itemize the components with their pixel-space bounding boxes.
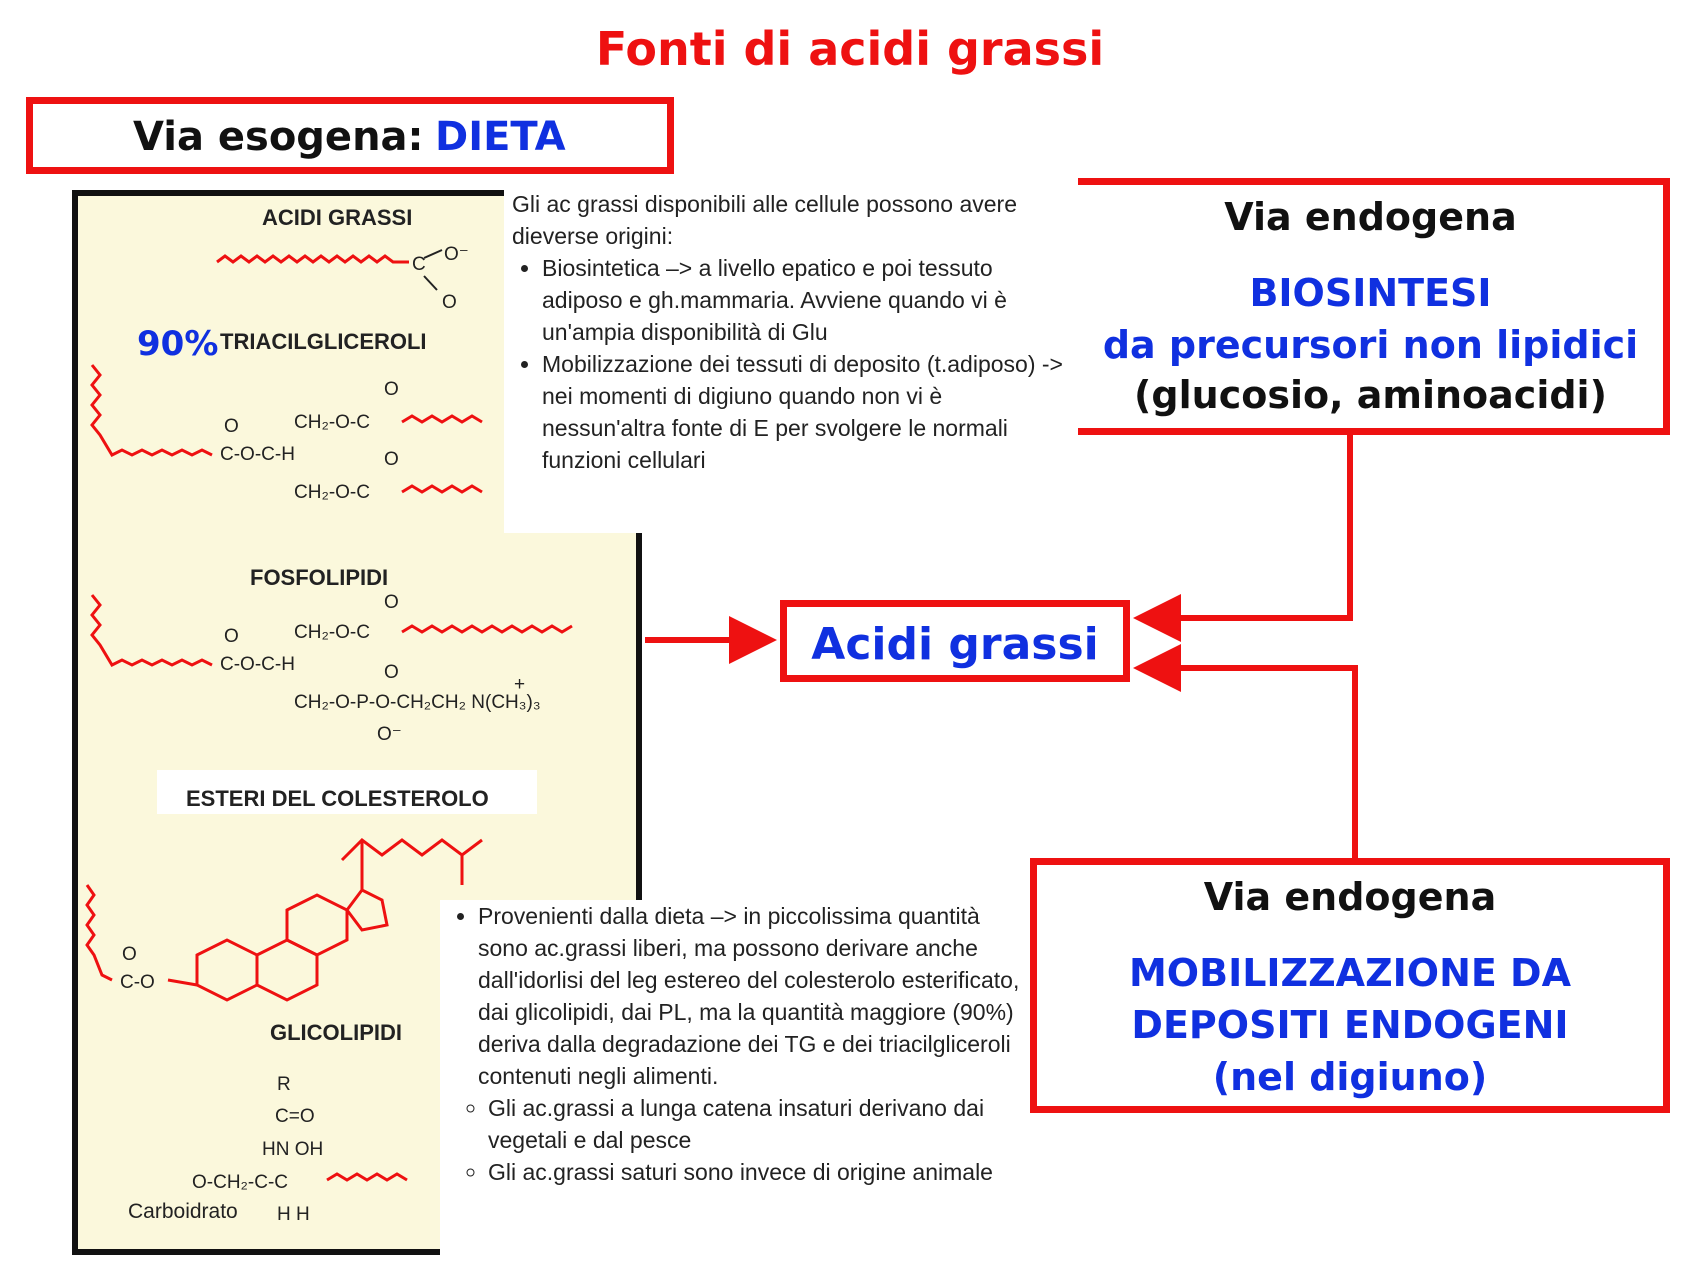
endo1-line3: (glucosio, aminoacidi)	[1134, 373, 1607, 417]
label-glicolipidi: GLICOLIPIDI	[270, 1020, 402, 1045]
svg-text:+: +	[514, 674, 525, 695]
pl-chain-right	[401, 624, 573, 634]
tg-chain-top	[401, 414, 483, 424]
note-origins: Gli ac grassi disponibili alle cellule p…	[504, 188, 1076, 533]
svg-text:O: O	[384, 662, 399, 683]
exogenous-value: DIETA	[435, 114, 566, 160]
svg-text:O: O	[384, 592, 399, 613]
label-triacilgliceroli: TRIACILGLICEROLI	[220, 329, 427, 354]
svg-text:O⁻: O⁻	[377, 724, 402, 745]
svg-text:C-O-C-H: C-O-C-H	[220, 654, 295, 675]
svg-text:HN OH: HN OH	[262, 1139, 323, 1160]
exogenous-label: Via esogena:	[133, 114, 424, 160]
svg-text:CH₂-O-C: CH₂-O-C	[294, 622, 370, 643]
svg-text:H H: H H	[277, 1204, 310, 1225]
cholesteryl-ester-chain	[85, 884, 113, 982]
note-origins-intro: Gli ac grassi disponibili alle cellule p…	[512, 191, 1017, 249]
endo2-line2: DEPOSITI ENDOGENI	[1131, 1003, 1569, 1047]
svg-text:O: O	[224, 626, 239, 647]
svg-text:C=O: C=O	[275, 1106, 315, 1127]
endo1-line1: BIOSINTESI	[1249, 271, 1492, 315]
svg-text:O: O	[122, 944, 137, 965]
arrow-mobilization	[1133, 644, 1358, 858]
endogenous-mobilization-box: Via endogena MOBILIZZAZIONE DA DEPOSITI …	[1030, 858, 1670, 1113]
tg-chain-bottom	[401, 484, 483, 494]
label-percent: 90%	[137, 324, 219, 364]
pl-chain-left	[90, 594, 213, 667]
exogenous-box: Via esogena: DIETA	[26, 97, 674, 174]
center-label: Acidi grassi	[811, 619, 1099, 670]
endo1-label: Via endogena	[1224, 195, 1517, 239]
svg-text:R: R	[277, 1074, 291, 1095]
svg-text:O: O	[384, 379, 399, 400]
endo2-label: Via endogena	[1203, 875, 1497, 919]
fatty-acid-chain	[216, 254, 409, 264]
label-fosfolipidi: FOSFOLIPIDI	[250, 565, 389, 590]
page-title: Fonti di acidi grassi	[595, 22, 1105, 76]
svg-text:C-O-C-H: C-O-C-H	[220, 444, 295, 465]
endo1-line2: da precursori non lipidici	[1102, 323, 1639, 367]
note-origins-bullet: Biosintetica –> a livello epatico e poi …	[542, 252, 1068, 348]
svg-text:C: C	[412, 254, 426, 275]
note-origins-bullet: Mobilizzazione dei tessuti di deposito (…	[542, 348, 1068, 476]
svg-text:O: O	[442, 292, 457, 313]
endo2-line1: MOBILIZZAZIONE DA	[1128, 951, 1572, 995]
fatty-acids-center-box: Acidi grassi	[780, 600, 1130, 682]
glycolipid-chain	[326, 1172, 408, 1182]
svg-text:O: O	[224, 416, 239, 437]
note-diet-sub-bullet: Gli ac.grassi saturi sono invece di orig…	[488, 1156, 1022, 1188]
svg-text:O: O	[384, 449, 399, 470]
svg-text:C-O: C-O	[120, 972, 155, 993]
note-diet-sub-bullet: Gli ac.grassi a lunga catena insaturi de…	[488, 1092, 1022, 1156]
arrow-biosynthesis	[1133, 435, 1353, 642]
endogenous-biosynthesis-box: Via endogena BIOSINTESI da precursori no…	[1078, 178, 1670, 435]
svg-text:CH₂-O-C: CH₂-O-C	[294, 482, 370, 503]
svg-text:O-CH₂-C-C: O-CH₂-C-C	[192, 1172, 288, 1193]
lipid-structures-drawing: C O⁻ O C-O-C-H O CH₂-O-C CH₂-O-C O O C-O…	[85, 244, 573, 1225]
sterol-ring-d	[345, 888, 389, 932]
label-carboidrato: Carboidrato	[128, 1200, 238, 1223]
label-acidi-grassi: ACIDI GRASSI	[262, 205, 413, 230]
note-diet-bullet: Provenienti dalla dieta –> in piccolissi…	[478, 900, 1022, 1092]
svg-text:CH₂-O-P-O-CH₂CH₂ N(CH₃)₃: CH₂-O-P-O-CH₂CH₂ N(CH₃)₃	[294, 692, 541, 713]
tg-chain-left	[90, 364, 213, 457]
sterol-side-chain	[340, 838, 483, 862]
svg-text:O⁻: O⁻	[444, 244, 469, 265]
note-diet: Provenienti dalla dieta –> in piccolissi…	[440, 900, 1030, 1258]
label-esteri: ESTERI DEL COLESTEROLO	[186, 786, 489, 811]
endo2-line3: (nel digiuno)	[1212, 1055, 1488, 1099]
svg-text:CH₂-O-C: CH₂-O-C	[294, 412, 370, 433]
